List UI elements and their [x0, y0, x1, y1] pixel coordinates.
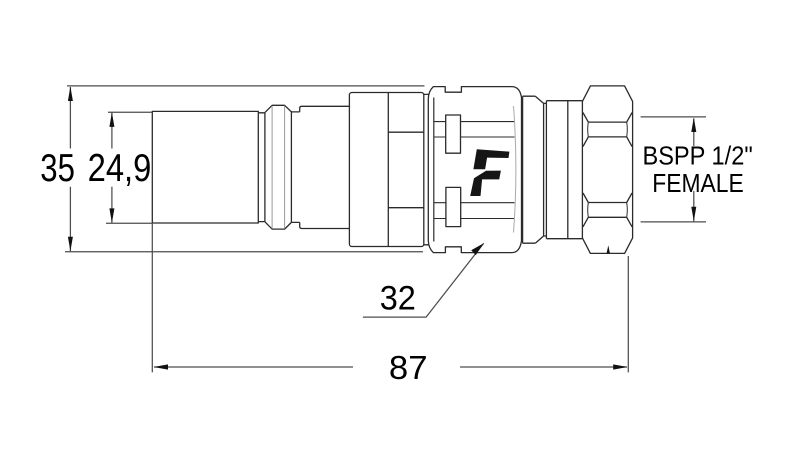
svg-text:FEMALE: FEMALE: [652, 170, 743, 199]
svg-text:87: 87: [389, 349, 428, 386]
svg-text:32: 32: [380, 280, 416, 318]
svg-text:24,9: 24,9: [88, 145, 152, 189]
svg-text:35: 35: [40, 147, 75, 190]
svg-text:BSPP 1/2": BSPP 1/2": [642, 142, 752, 170]
